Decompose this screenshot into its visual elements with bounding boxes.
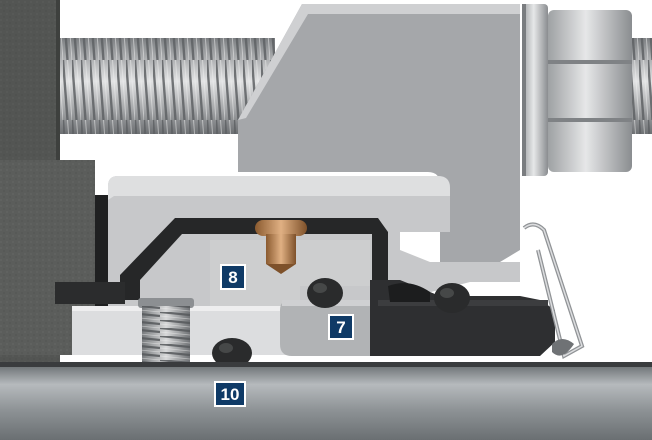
o-rings: [212, 278, 470, 368]
callout-part-8: 8: [220, 264, 246, 290]
callout-part-7: 7: [328, 314, 354, 340]
drive-pin: [255, 220, 307, 274]
threaded-stud: [60, 38, 652, 134]
pump-shaft: [0, 362, 652, 440]
spring-clip: [522, 222, 585, 360]
set-screw: [138, 298, 194, 366]
stationary-seat: [280, 300, 370, 356]
callout-part-10: 10: [214, 381, 246, 407]
gasket: [55, 218, 388, 304]
hex-nut: [522, 4, 632, 176]
